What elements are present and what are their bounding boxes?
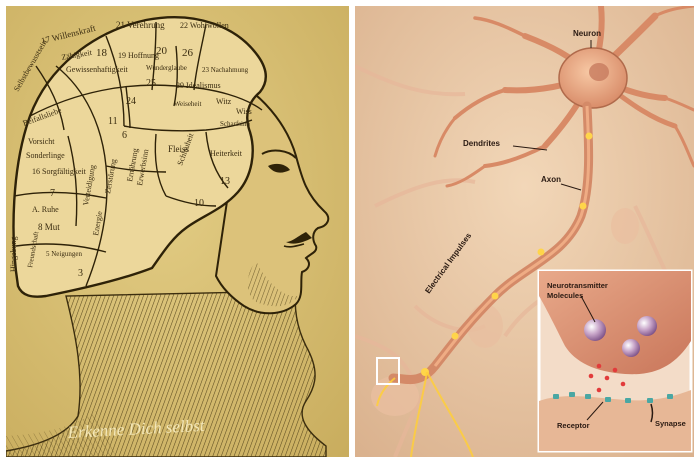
phrenology-label: 8 Mut <box>38 222 60 232</box>
dendrites-label: Dendrites <box>463 139 500 148</box>
phrenology-label: 20 <box>156 45 168 57</box>
phrenology-label: 26 <box>182 47 194 59</box>
phrenology-label: Wunderglaube <box>146 64 187 72</box>
molecules-label: Molecules <box>547 291 583 300</box>
phrenology-label: 25 <box>146 78 156 89</box>
phrenology-label: 22 Wohlwollen <box>180 21 229 30</box>
phrenology-label: 18 <box>96 47 108 59</box>
neuron-drawing: Neuron Dendrites Axon Electrical Impulse… <box>355 6 694 457</box>
phrenology-label: 16 Sorgfältigkeit <box>32 167 87 176</box>
phrenology-label: 29 Idealismus <box>176 81 221 90</box>
phrenology-label: Sonderlinge <box>26 151 65 160</box>
receptor-label: Receptor <box>557 421 590 430</box>
synapse-label: Synapse <box>655 419 686 428</box>
phrenology-label: 10 <box>194 198 204 209</box>
phrenology-label: Witz <box>216 97 232 106</box>
neuron-label: Neuron <box>573 29 601 38</box>
phrenology-label: 21 Verehrung <box>116 20 165 30</box>
phrenology-head-illustration: 17 Willenskraft 21 Verehrung 22 Wohlwoll… <box>6 6 349 457</box>
phrenology-label: A. Ruhe <box>32 205 59 214</box>
phrenology-label: 13 <box>220 176 230 187</box>
phrenology-label: 23 Nachahmung <box>202 66 249 74</box>
phrenology-label: Hingebung <box>9 236 18 272</box>
phrenology-label: 6 <box>122 130 127 141</box>
phrenology-label: Wiss <box>236 107 252 116</box>
phrenology-label: Vorsicht <box>28 137 55 146</box>
neurotransmitter-label: Neurotransmitter <box>547 281 608 290</box>
axon-label: Axon <box>541 175 561 184</box>
phrenology-label: 5 Neigungen <box>46 250 82 258</box>
phrenology-label: 19 Hoffnung <box>118 51 159 60</box>
phrenology-head-drawing: 17 Willenskraft 21 Verehrung 22 Wohlwoll… <box>6 6 349 457</box>
phrenology-label: 7 <box>50 188 55 199</box>
phrenology-label: Weiseheit <box>174 100 201 108</box>
phrenology-label: Scharfsinn <box>220 120 250 128</box>
neuron-illustration: Neuron Dendrites Axon Electrical Impulse… <box>355 6 694 457</box>
phrenology-label: Gewissenhaftigkeit <box>66 65 129 74</box>
phrenology-label: 24 <box>126 96 136 107</box>
phrenology-label: Heiterkeit <box>210 149 243 158</box>
phrenology-label: 3 <box>78 268 83 279</box>
phrenology-label: 11 <box>108 116 118 127</box>
